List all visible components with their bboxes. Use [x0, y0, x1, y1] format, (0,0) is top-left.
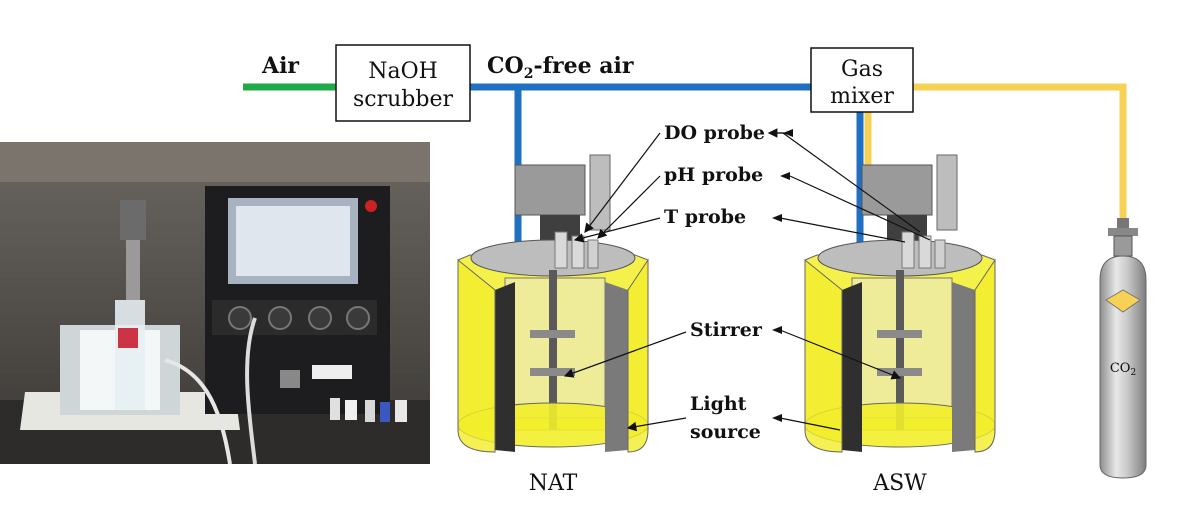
air-label: Air	[261, 53, 299, 79]
label-arrowheads	[772, 129, 793, 422]
stirrer-label: Stirrer	[690, 319, 763, 341]
reactor-nat	[457, 154, 649, 453]
callout-arrows	[563, 128, 931, 432]
t-probe-label: T probe	[664, 206, 746, 228]
bioreactor-photo	[0, 142, 430, 465]
ph-probe-label: pH probe	[664, 164, 763, 186]
light-source-label-line1: Light	[690, 393, 747, 415]
cylinder-label: CO2	[1110, 361, 1136, 378]
reactor-nat-label: NAT	[529, 471, 578, 496]
co2-line	[913, 83, 1127, 222]
co2-free-air-label: CO2-free air	[487, 53, 634, 82]
do-probe-label: DO probe	[664, 122, 765, 144]
reactor-asw-label: ASW	[872, 471, 927, 496]
mixer-label-line1: Gas	[841, 57, 883, 82]
co2-cylinder: CO2	[1099, 218, 1147, 479]
scrubber-label-line1: NaOH	[368, 59, 438, 84]
scrubber-label-line2: scrubber	[353, 87, 453, 112]
light-source-label-line2: source	[690, 421, 761, 443]
gas-mixer-box: Gas mixer	[810, 47, 914, 113]
mixer-label-line2: mixer	[830, 84, 894, 109]
reactor-asw	[804, 154, 996, 453]
naoh-scrubber-box: NaOH scrubber	[335, 44, 471, 122]
